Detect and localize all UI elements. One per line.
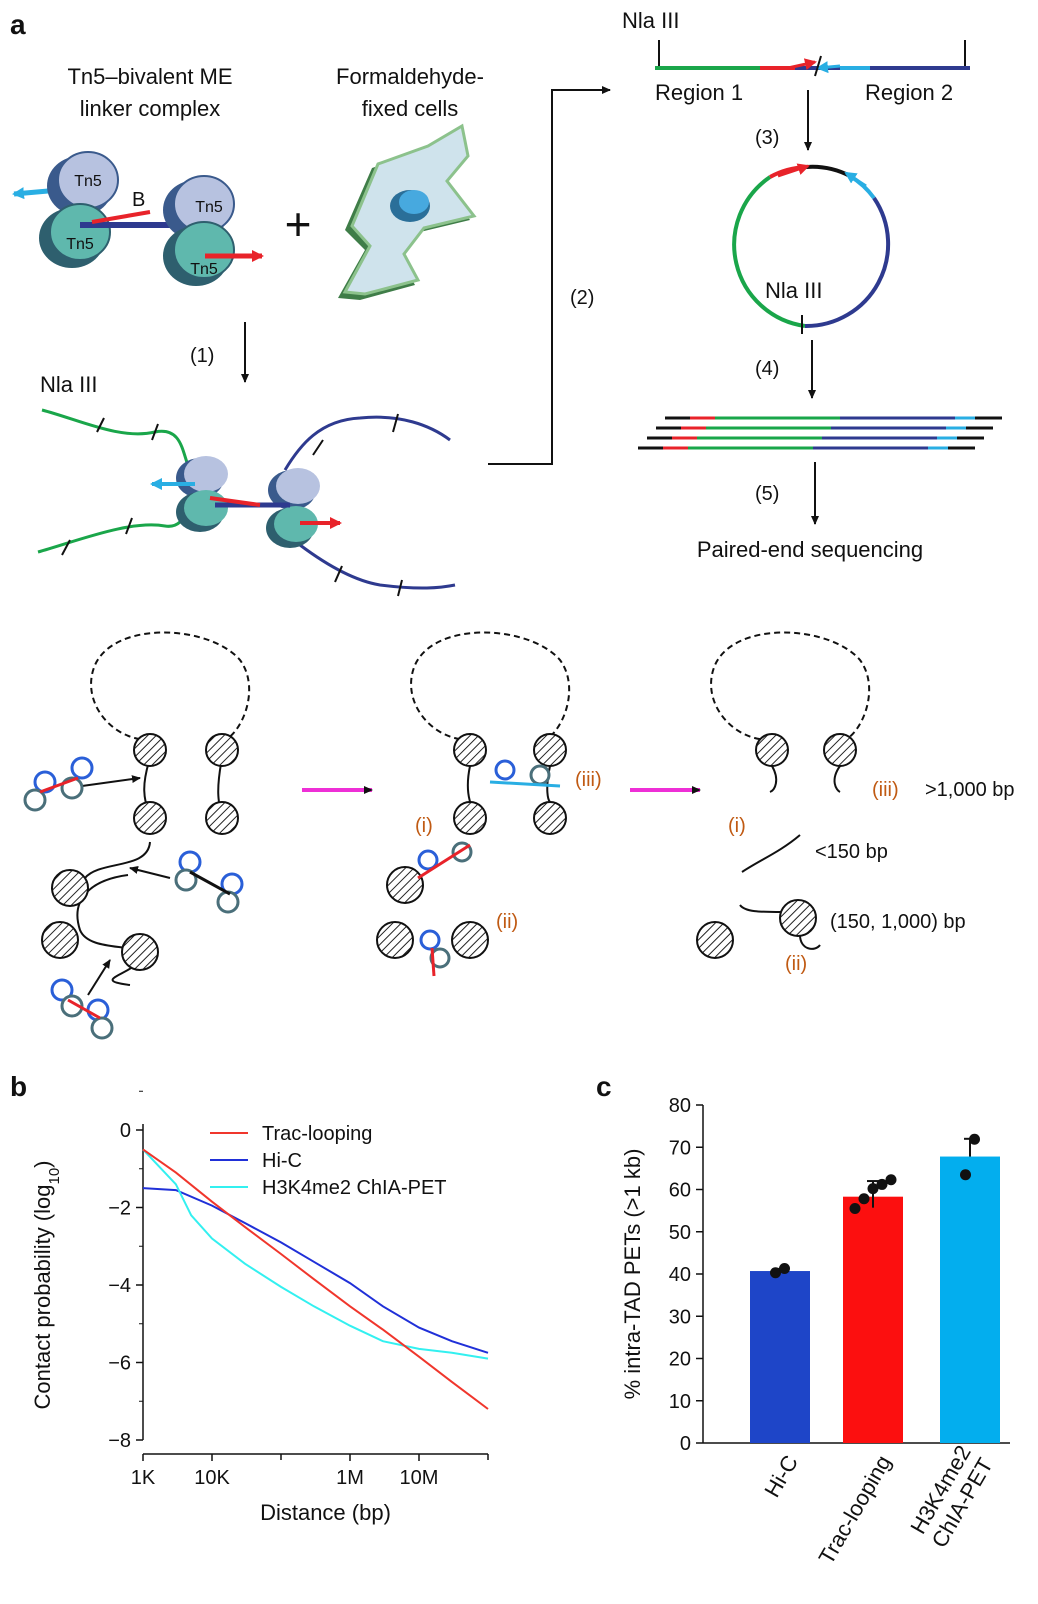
data-point xyxy=(858,1193,870,1205)
fixed-cell-illustration xyxy=(338,123,477,300)
data-point xyxy=(885,1174,897,1186)
y-tick-label: 50 xyxy=(669,1222,691,1244)
x-tick-label: 10K xyxy=(194,1467,230,1489)
region-1-label: Region 1 xyxy=(655,80,743,105)
roman-iii-label-2: (iii) xyxy=(872,779,899,801)
legend-label-2: H3K4me2 ChIA-PET xyxy=(262,1177,447,1199)
tn5-label-3: Tn5 xyxy=(195,199,223,216)
category-label-2: H3K4me2ChIA-PET xyxy=(905,1441,998,1552)
panel-c-label: c xyxy=(596,1071,612,1102)
linear-product-illustration xyxy=(655,40,970,77)
roman-iii-label-1: (iii) xyxy=(575,769,602,791)
bar-0 xyxy=(750,1271,810,1443)
size-iii-label: >1,000 bp xyxy=(925,779,1015,801)
roman-ii-label-2: (ii) xyxy=(785,953,807,975)
category-label-1: Trac-looping xyxy=(814,1451,896,1569)
chromatin-loop-schematic-2 xyxy=(376,631,571,977)
b-label: B xyxy=(132,189,145,211)
tethered-dna-illustration xyxy=(37,408,456,597)
bar-1 xyxy=(843,1196,903,1443)
circular-product-illustration xyxy=(732,163,891,334)
panel-c: c 0 10 20 30 40 50 60 70 80 % intra-TAD PETs (>1 … xyxy=(596,1071,1010,1569)
data-point xyxy=(960,1169,971,1181)
data-point xyxy=(779,1263,790,1275)
y-tick-label: −8 xyxy=(108,1430,131,1452)
roman-i-label-2: (i) xyxy=(728,815,746,837)
y-tick-label: 30 xyxy=(669,1306,691,1328)
data-point xyxy=(867,1183,879,1195)
complex-title-line2: linker complex xyxy=(80,96,221,121)
y-tick-label: 80 xyxy=(669,1095,691,1117)
series-line-2 xyxy=(142,1148,489,1360)
sequencing-reads-illustration xyxy=(638,416,1002,450)
size-ii-label: (150, 1,000) bp xyxy=(830,911,966,933)
step-3-label: (3) xyxy=(755,127,779,149)
panel-b-label: b xyxy=(10,1071,27,1102)
contact-probability-chart: 0 −2 −4 −6 −81K 10K 1M 10M Distance (bp) Contact … xyxy=(30,1090,489,1525)
tn5-complex-illustration: Tn5 Tn5 B Tn5 Tn5 xyxy=(12,151,264,286)
data-point xyxy=(969,1133,980,1145)
roman-ii-label-1: (ii) xyxy=(496,911,518,933)
y-tick-label: −4 xyxy=(108,1275,131,1297)
cells-title-line2: fixed cells xyxy=(362,96,459,121)
series-line-0 xyxy=(142,1148,489,1410)
tn5-label-4: Tn5 xyxy=(190,261,218,278)
chromatin-loop-schematic-3 xyxy=(696,631,871,959)
nla-label-3: Nla III xyxy=(765,278,822,303)
x-tick-label: 10M xyxy=(400,1467,439,1489)
y-tick-label: −2 xyxy=(108,1198,131,1220)
y-tick-label: 70 xyxy=(669,1137,691,1159)
y-tick-label: 0 xyxy=(120,1120,131,1142)
y-tick-label: 10 xyxy=(669,1391,691,1413)
y-tick-label: −6 xyxy=(108,1353,131,1375)
step-1-label: (1) xyxy=(190,345,214,367)
chromatin-loop-schematic-1 xyxy=(23,631,251,1040)
x-tick-label: 1K xyxy=(131,1467,156,1489)
category-label-line: Hi-C xyxy=(759,1451,803,1502)
category-label-line: Trac-looping xyxy=(814,1451,896,1569)
panel-a-label: a xyxy=(10,9,26,40)
x-axis-title: Distance (bp) xyxy=(260,1500,391,1525)
data-point xyxy=(876,1178,888,1190)
category-label-0: Hi-C xyxy=(759,1451,803,1502)
legend-label-1: Hi-C xyxy=(262,1150,302,1172)
y-tick-label: 0 xyxy=(680,1433,691,1455)
y-tick-label: 40 xyxy=(669,1264,691,1286)
y-tick-label: 60 xyxy=(669,1180,691,1202)
step-4-label: (4) xyxy=(755,358,779,380)
data-point xyxy=(770,1267,781,1279)
roman-i-label-1: (i) xyxy=(415,815,433,837)
tn5-label-1: Tn5 xyxy=(74,173,102,190)
panel-b: b 0 −2 −4 −6 −81K 10K 1M 10M Distance (bp) Contac… xyxy=(10,1071,489,1525)
y-axis-title-subscript: 10 xyxy=(46,1168,63,1185)
data-point xyxy=(849,1203,861,1215)
x-tick-label: 1M xyxy=(336,1467,364,1489)
y-tick-label: 20 xyxy=(669,1349,691,1371)
cells-title-line1: Formaldehyde- xyxy=(336,64,484,89)
plus-sign: + xyxy=(285,198,312,250)
region-2-label: Region 2 xyxy=(865,80,953,105)
panel-a: a Tn5–bivalent ME linker complex Formald… xyxy=(10,8,1015,1040)
nla-label-2: Nla III xyxy=(622,8,679,33)
y-axis-title-end: ) xyxy=(30,1160,55,1167)
complex-title-line1: Tn5–bivalent ME xyxy=(67,64,232,89)
intra-tad-pets-chart: 0 10 20 30 40 50 60 70 80 % intra-TAD PETs (>1 kb… xyxy=(620,1095,1010,1569)
y-axis-title: Contact probability (log10) xyxy=(30,1160,63,1409)
legend-label-0: Trac-looping xyxy=(262,1123,372,1145)
step-2-label: (2) xyxy=(570,287,594,309)
size-i-label: <150 bp xyxy=(815,841,888,863)
step-5-label: (5) xyxy=(755,483,779,505)
tn5-label-2: Tn5 xyxy=(66,236,94,253)
series-line-1 xyxy=(142,1187,489,1354)
y-axis-title: % intra-TAD PETs (>1 kb) xyxy=(620,1149,645,1400)
paired-end-label: Paired-end sequencing xyxy=(697,537,923,562)
bar-2 xyxy=(940,1156,1000,1443)
nla-label-1: Nla III xyxy=(40,372,97,397)
